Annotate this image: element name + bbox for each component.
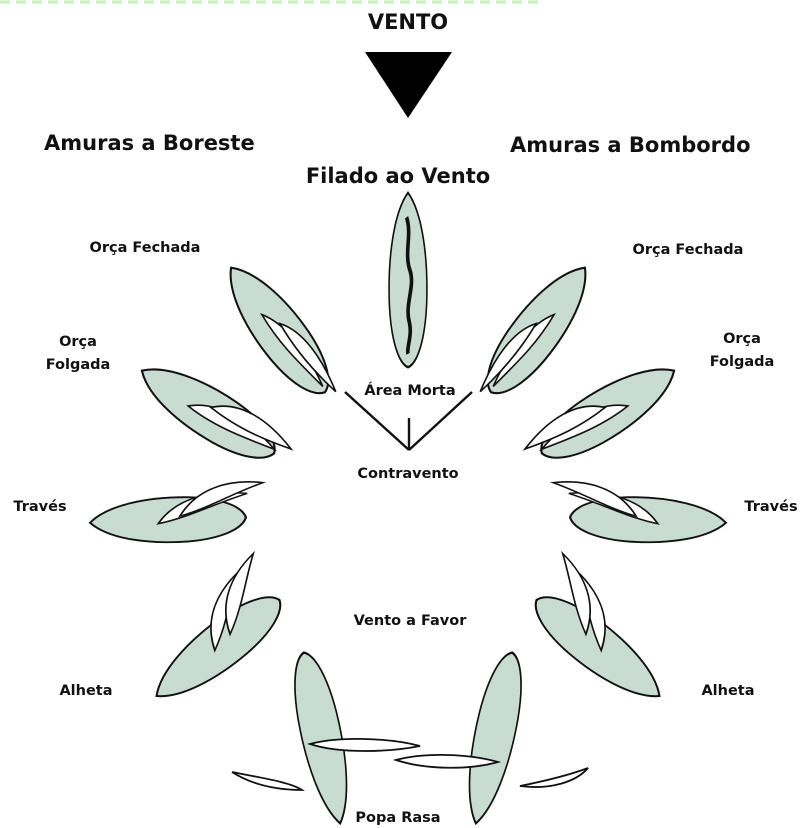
close-reach-right-label-line1: Orça [723,331,761,347]
running-sail-right-top [392,754,502,769]
wind-label: VENTO [368,10,448,34]
port-tack-label: Amuras a Bombordo [510,133,751,157]
dead-zone-line-left [344,391,410,451]
dead-zone-line-right [408,391,473,451]
boat-broad-reach-right [521,550,675,715]
main-sail [278,322,337,393]
dead-zone-label: Área Morta [364,382,455,399]
starboard-tack-label: Amuras a Boreste [44,131,255,155]
boat-close-hauled-right [471,252,605,408]
boat-close-reach-right [522,349,688,475]
beam-reach-right-label: Través [744,499,797,515]
main-sail [479,322,538,393]
boat-broad-reach-left [141,550,295,715]
boat-close-hauled-left [211,252,345,408]
beam-reach-left-label: Través [13,499,66,515]
boat-close-reach-left [128,349,294,475]
running-sail-right-bottom [519,767,589,788]
running-label: Popa Rasa [355,810,440,826]
main-sail [208,405,294,451]
hull-shape [283,647,361,828]
main-sail [561,550,591,637]
main-sail [549,481,638,518]
hull-shape [455,647,533,828]
broad-reach-right-label: Alheta [701,683,754,699]
boat-beam-reach-right [549,481,728,547]
close-reach-left-label-line2: Folgada [46,357,111,373]
close-hauled-right-label: Orça Fechada [633,242,744,258]
wind-arrow-icon [365,52,452,118]
boat-running-left [283,647,361,828]
boat-head-to-wind [387,191,429,369]
main-sail [178,481,267,518]
running-sail-left-top [306,738,421,752]
downwind-label: Vento a Favor [354,613,468,629]
boat-running-right [455,647,533,828]
boat-beam-reach-left [88,481,267,547]
head-to-wind-label: Filado ao Vento [306,164,490,188]
main-sail [522,405,608,451]
main-sail [225,550,255,637]
upwind-label: Contravento [357,466,458,482]
close-hauled-left-label: Orça Fechada [90,240,201,256]
luffing-sail [404,216,414,355]
close-reach-left-label-line1: Orça [59,334,97,350]
close-reach-right-label-line2: Folgada [710,354,775,370]
running-sail-left-bottom [231,771,305,791]
broad-reach-left-label: Alheta [59,683,112,699]
